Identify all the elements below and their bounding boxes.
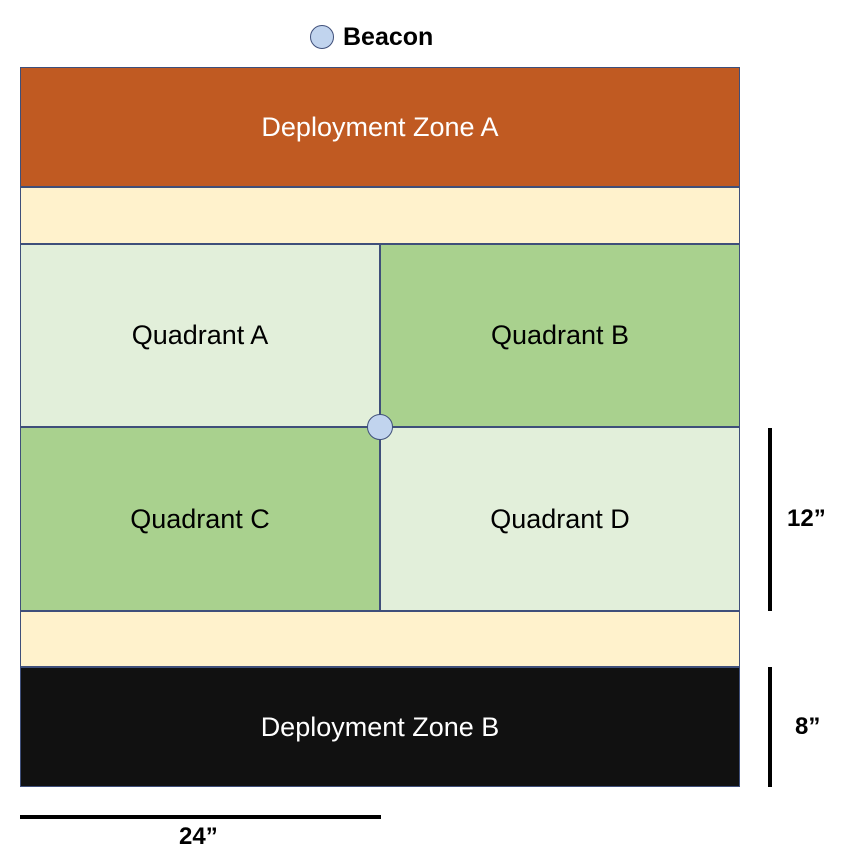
quadrant-c: Quadrant C — [20, 427, 380, 611]
deployment-zone-a: Deployment Zone A — [20, 67, 740, 187]
beacon-legend: Beacon — [310, 23, 433, 51]
scale-label-8-inch: 8” — [795, 713, 821, 740]
deployment-zone-a-label: Deployment Zone A — [261, 111, 499, 142]
scale-label-12-inch: 12” — [787, 505, 826, 532]
scale-bar-24-inch — [20, 815, 381, 819]
quadrant-d-label: Quadrant D — [490, 503, 630, 534]
beacon-legend-label: Beacon — [343, 22, 434, 51]
quadrant-c-label: Quadrant C — [130, 503, 270, 534]
quadrant-b-label: Quadrant B — [490, 320, 630, 350]
deployment-zone-b-label: Deployment Zone B — [260, 711, 500, 742]
buffer-strip-top — [20, 187, 740, 244]
scale-label-24-inch: 24” — [179, 823, 218, 850]
quadrant-a: Quadrant A — [20, 244, 380, 427]
beacon-icon — [310, 25, 334, 49]
deployment-zone-b: Deployment Zone B — [20, 667, 740, 787]
quadrant-a-label: Quadrant A — [131, 320, 269, 350]
quadrant-d: Quadrant D — [380, 427, 740, 611]
buffer-strip-bottom — [20, 611, 740, 667]
scale-bar-8-inch — [768, 667, 772, 787]
center-beacon-icon — [367, 414, 393, 440]
quadrant-b: Quadrant B — [380, 244, 740, 427]
scale-bar-12-inch — [768, 428, 772, 611]
